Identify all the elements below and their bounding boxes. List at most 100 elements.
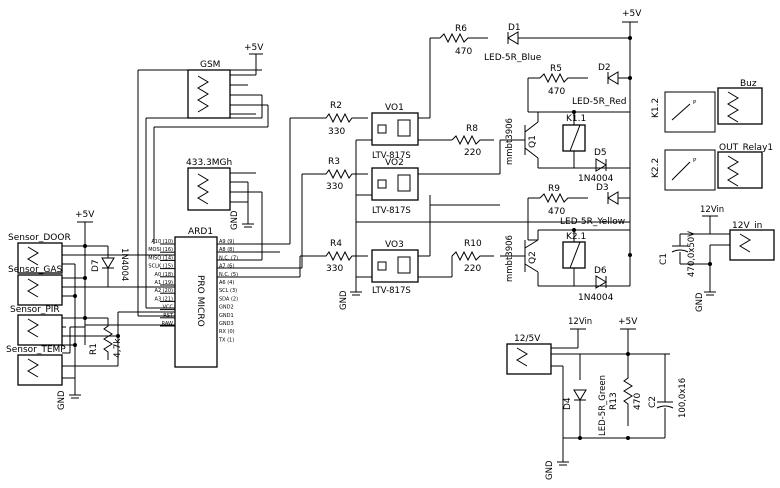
temp-label: Sensor_TEMP bbox=[6, 345, 66, 355]
vo1-ref: VO1 bbox=[385, 103, 404, 113]
mcu-right-pin-label: N.C. (7) bbox=[219, 255, 238, 261]
r4-val: 330 bbox=[326, 264, 343, 274]
buz-label: Buz bbox=[740, 79, 757, 89]
r1-val: 4,7k bbox=[113, 338, 123, 358]
opto-ground: GND bbox=[339, 139, 630, 310]
d7-ref: D7 bbox=[91, 259, 101, 272]
r1-ref: R1 bbox=[89, 343, 99, 355]
mcu-right-pin-label: TX (1) bbox=[218, 337, 234, 343]
relay-label: OUT_Relay1 bbox=[719, 143, 773, 153]
power-rail-5v: +5V bbox=[622, 9, 642, 286]
k12-p: P bbox=[693, 100, 697, 106]
relay-k12-buz: K1.2 P Buz bbox=[651, 79, 763, 133]
mcu-left-pins: A10 (10)MOSI (16)MISO (14)SCLK (15)A0 (1… bbox=[148, 239, 175, 327]
r6-d1: R6 470 D1 LED-5R_Blue bbox=[430, 23, 630, 63]
diode-d7: D7 1N4004 bbox=[85, 245, 129, 287]
d7-val: 1N4004 bbox=[119, 248, 129, 281]
r9-ref: R9 bbox=[548, 184, 560, 194]
q1-ref: Q1 bbox=[528, 135, 538, 148]
reg-gnd: GND bbox=[545, 460, 555, 480]
mcu-left-pin-label: RAW bbox=[162, 321, 173, 327]
mcu-right-pin-label: SCL (3) bbox=[219, 288, 237, 294]
r4-ref: R4 bbox=[330, 239, 342, 249]
v12-5-label: 12/5V bbox=[514, 334, 541, 344]
d5-ref: D5 bbox=[594, 148, 607, 158]
d6-val: 1N4004 bbox=[578, 293, 614, 303]
connector-sensor-pir: Sensor_PIR bbox=[10, 305, 63, 346]
mcu-right-pin-label: SDA (2) bbox=[219, 296, 238, 302]
mcu-right-pin-label: A8 (8) bbox=[219, 247, 234, 253]
mcu-right-pin-label: N.C. (5) bbox=[219, 272, 238, 278]
mcu-ref: ARD1 bbox=[188, 227, 213, 237]
regulator-12-5v: 12/5V 12Vin +5V GND D4 LED-5R_Green R13 … bbox=[506, 317, 688, 480]
reg-5v: +5V bbox=[618, 317, 638, 327]
relay-k11-d5: K1.1 D5 1N4004 bbox=[538, 110, 630, 184]
d4-val: LED-5R_Green bbox=[598, 375, 608, 436]
d2-val: LED-5R_Red bbox=[572, 97, 626, 107]
d2-ref: D2 bbox=[598, 63, 611, 73]
mcu-right-pin-label: A9 (9) bbox=[219, 239, 234, 245]
rf-gnd: GND bbox=[230, 210, 240, 230]
r13-val: 470 bbox=[633, 393, 643, 410]
k22-ref: K2.2 bbox=[651, 158, 661, 178]
mcu-right-pin-label: RX (0) bbox=[219, 329, 235, 335]
c2-val: 100,0x16 bbox=[678, 378, 688, 418]
mcu-left-pin-label: A0 (18) bbox=[155, 272, 174, 278]
mcu-left-pin-label: A2 (20) bbox=[155, 288, 174, 294]
relay-k21-d6: K2.1 D6 1N4004 bbox=[537, 228, 630, 303]
label-5v-top: +5V bbox=[622, 9, 642, 19]
sensor-wiring: +5V GND bbox=[57, 210, 175, 410]
relay-k22-out: K2.2 P OUT_Relay1 bbox=[651, 143, 773, 191]
d6-ref: D6 bbox=[594, 266, 607, 276]
d3-ref: D3 bbox=[596, 183, 609, 193]
door-label: Sensor_DOOR bbox=[8, 233, 71, 243]
connector-sensor-temp: Sensor_TEMP bbox=[6, 345, 66, 386]
resistor-r1: R1 4,7k bbox=[85, 317, 123, 360]
q2-val: mmbt3906 bbox=[505, 235, 515, 282]
c1-ref: C1 bbox=[659, 253, 669, 265]
k22-p: P bbox=[693, 158, 697, 164]
d4-ref: D4 bbox=[563, 397, 573, 410]
mcu-right-pin-label: GND3 bbox=[219, 321, 234, 327]
r5-val: 470 bbox=[548, 87, 565, 97]
opto-gnd: GND bbox=[339, 290, 349, 310]
r8-val: 220 bbox=[464, 148, 481, 158]
mcu-left-pin-label: A3 (21) bbox=[155, 296, 174, 302]
r9-val: 470 bbox=[548, 207, 565, 217]
gas-label: Sensor_GAS bbox=[8, 265, 62, 275]
sensor-gnd: GND bbox=[57, 390, 67, 410]
r6-val: 470 bbox=[455, 47, 472, 57]
connector-sensor-gas: Sensor_GAS bbox=[8, 265, 63, 306]
d1-ref: D1 bbox=[508, 23, 521, 33]
opto-vo3: VO3 LTV-817S bbox=[371, 240, 419, 296]
mcu-right-pin-label: A7 (6) bbox=[219, 264, 234, 270]
mcu-left-pin-label: MOSI (16) bbox=[148, 247, 173, 253]
mcu-right-pin-label: GND2 bbox=[219, 305, 234, 311]
r6-ref: R6 bbox=[455, 24, 467, 34]
r10-val: 220 bbox=[464, 264, 481, 274]
vo1-val: LTV-817S bbox=[372, 151, 411, 161]
d1-val: LED-5R_Blue bbox=[484, 53, 542, 63]
vo2-ref: VO2 bbox=[385, 158, 404, 168]
r3-ref: R3 bbox=[328, 157, 340, 167]
r8-ref: R8 bbox=[466, 124, 478, 134]
k12-ref: K1.2 bbox=[651, 98, 661, 118]
q1-val: mmbt3906 bbox=[505, 118, 515, 165]
vo2-val: LTV-817S bbox=[372, 206, 411, 216]
reg-12vin: 12Vin bbox=[568, 317, 592, 327]
rf-label: 433.3MGh bbox=[186, 158, 232, 168]
r13-ref: R13 bbox=[609, 392, 619, 410]
mcu-left-pin-label: MISO (14) bbox=[148, 255, 173, 261]
r5-d2: R5 470 D2 LED-5R_Red bbox=[527, 63, 630, 112]
sensor-5v: +5V bbox=[75, 210, 95, 220]
connector-sensor-door: Sensor_DOOR bbox=[8, 233, 71, 274]
r9-d3: R9 470 D3 LED-5R_Yellow bbox=[527, 183, 630, 240]
r2-ref: R2 bbox=[330, 101, 342, 111]
v12-gnd: GND bbox=[695, 292, 705, 312]
v12in-rail: 12Vin bbox=[700, 205, 724, 215]
r2-val: 330 bbox=[328, 127, 345, 137]
opto-vo1: VO1 LTV-817S bbox=[371, 103, 419, 161]
d3-val: LED-5R_Yellow bbox=[560, 217, 625, 227]
r10-q2: R10 220 mmbt3906 Q2 bbox=[451, 235, 539, 286]
